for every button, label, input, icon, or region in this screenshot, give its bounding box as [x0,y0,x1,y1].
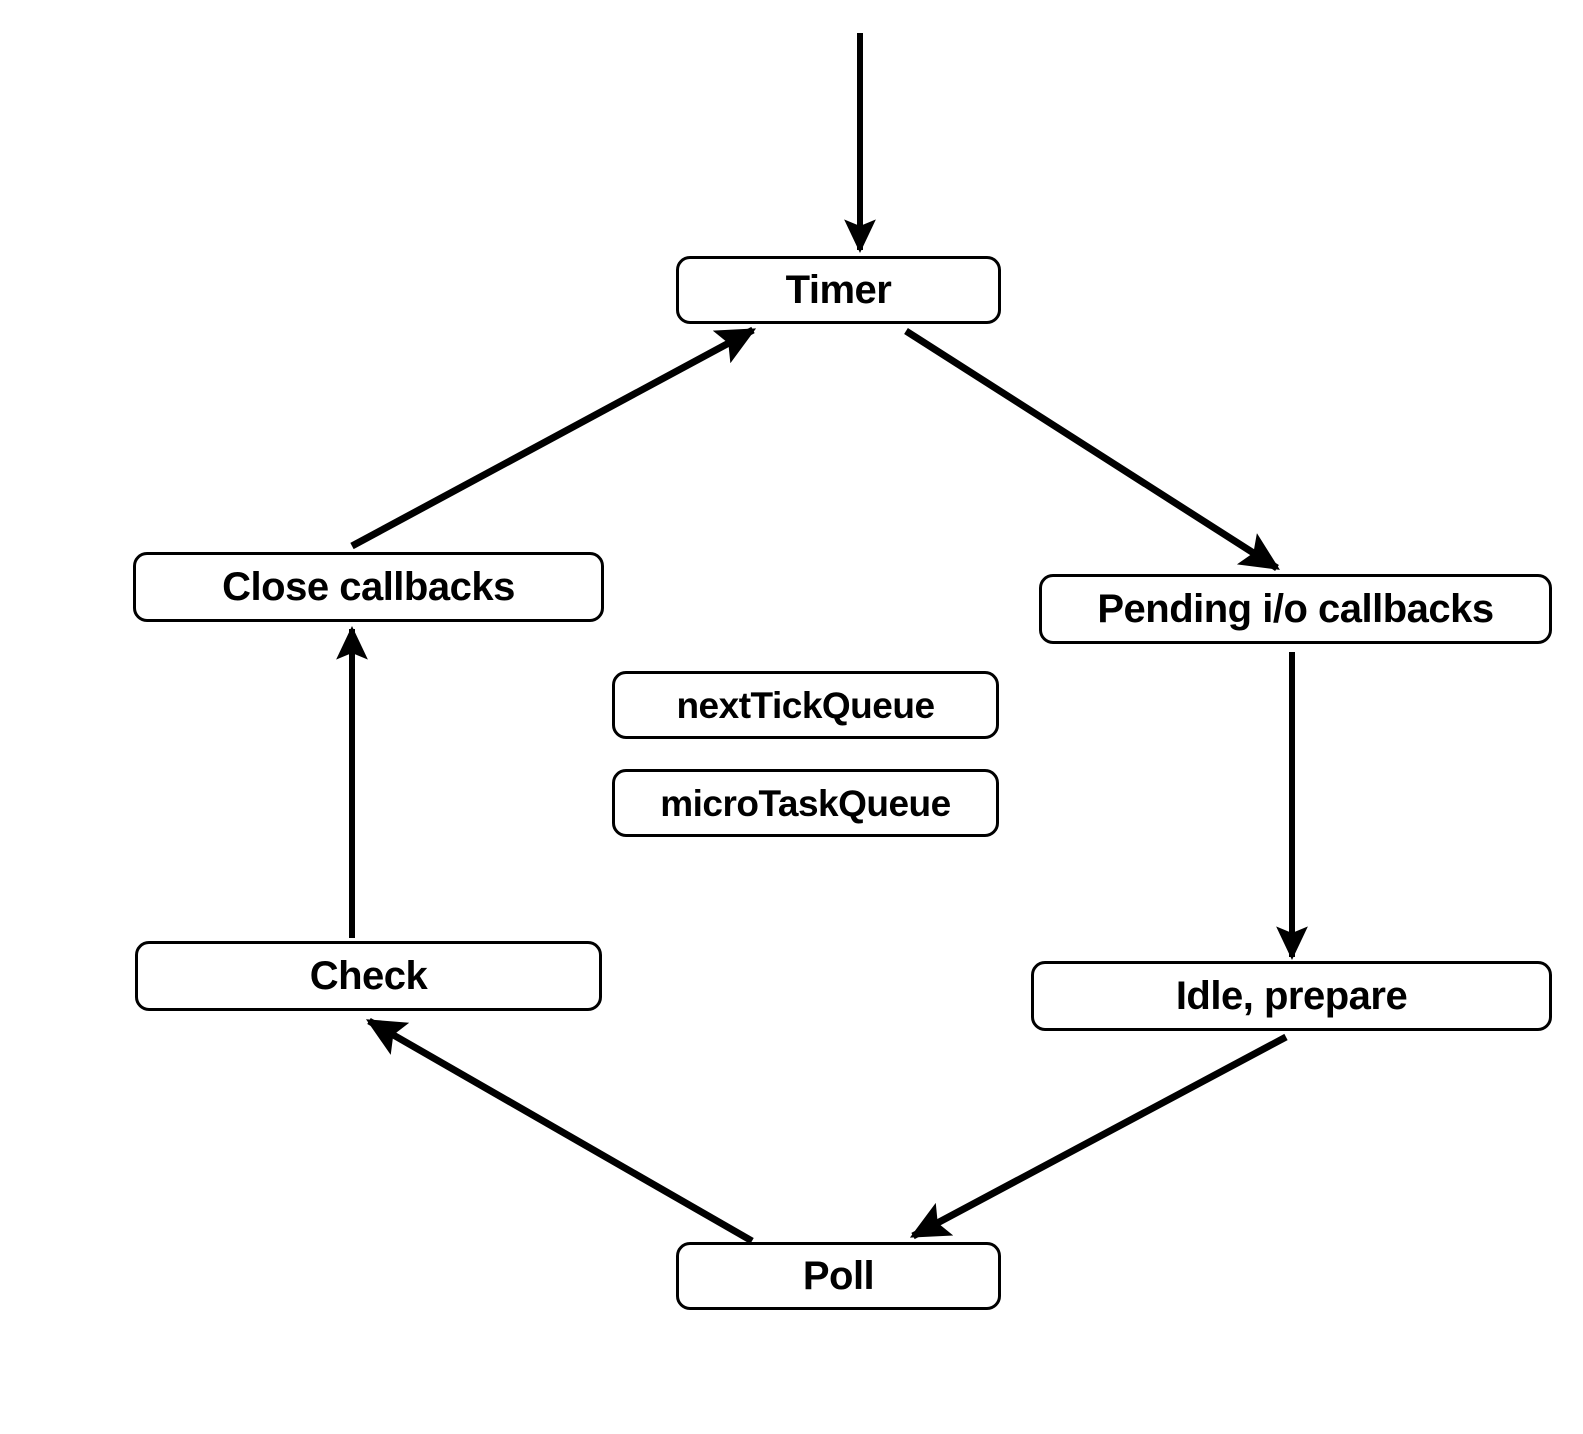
node-micro-task-queue[interactable]: microTaskQueue [612,769,999,837]
edge-timer-to-pending [904,328,1280,571]
node-timer[interactable]: Timer [676,256,1001,324]
node-idle-prepare-label: Idle, prepare [1175,974,1408,1018]
node-poll-label: Poll [802,1254,875,1298]
node-next-tick-queue[interactable]: nextTickQueue [612,671,999,739]
edge-close-to-timer [350,326,757,550]
node-micro-task-queue-label: microTaskQueue [660,782,951,824]
node-close-callbacks[interactable]: Close callbacks [133,552,604,622]
node-pending-io-callbacks[interactable]: Pending i/o callbacks [1039,574,1552,644]
node-timer-label: Timer [785,268,892,312]
node-close-callbacks-label: Close callbacks [222,565,515,609]
node-idle-prepare[interactable]: Idle, prepare [1031,961,1552,1031]
node-poll[interactable]: Poll [676,1242,1001,1310]
node-next-tick-queue-label: nextTickQueue [676,684,935,726]
node-check[interactable]: Check [135,941,602,1011]
edge-idle-to-poll [909,1033,1288,1240]
node-pending-io-callbacks-label: Pending i/o callbacks [1097,587,1494,631]
node-check-label: Check [309,954,428,998]
edge-poll-to-check [365,1017,754,1245]
